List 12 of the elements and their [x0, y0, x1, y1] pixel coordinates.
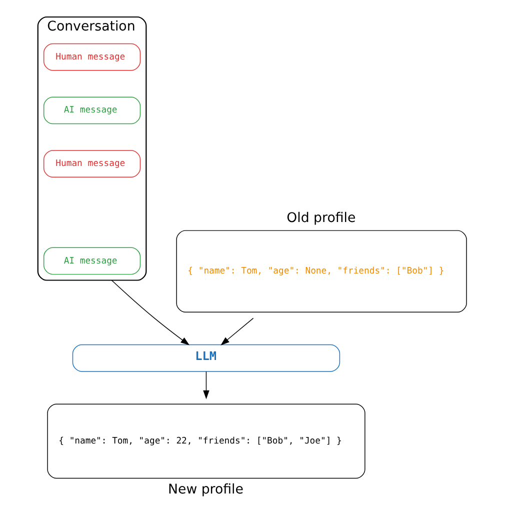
node-label: New profile [168, 482, 244, 498]
node-box: LLM [72, 344, 340, 372]
node-box: Human message [43, 43, 141, 71]
node-box: { "name": Tom, "age": 22, "friends": ["Bob", "Joe"] } [47, 404, 366, 479]
node-box: Human message [43, 150, 141, 178]
arrow [203, 371, 210, 400]
node-box: { "name": Tom, "age": None, "friends": ["Bob"] } [176, 230, 467, 312]
node-box: AI message [43, 247, 141, 275]
node-box: AI message [43, 96, 141, 124]
arrow [111, 280, 190, 346]
arrow [220, 318, 254, 346]
node-label: Old profile [286, 210, 356, 226]
